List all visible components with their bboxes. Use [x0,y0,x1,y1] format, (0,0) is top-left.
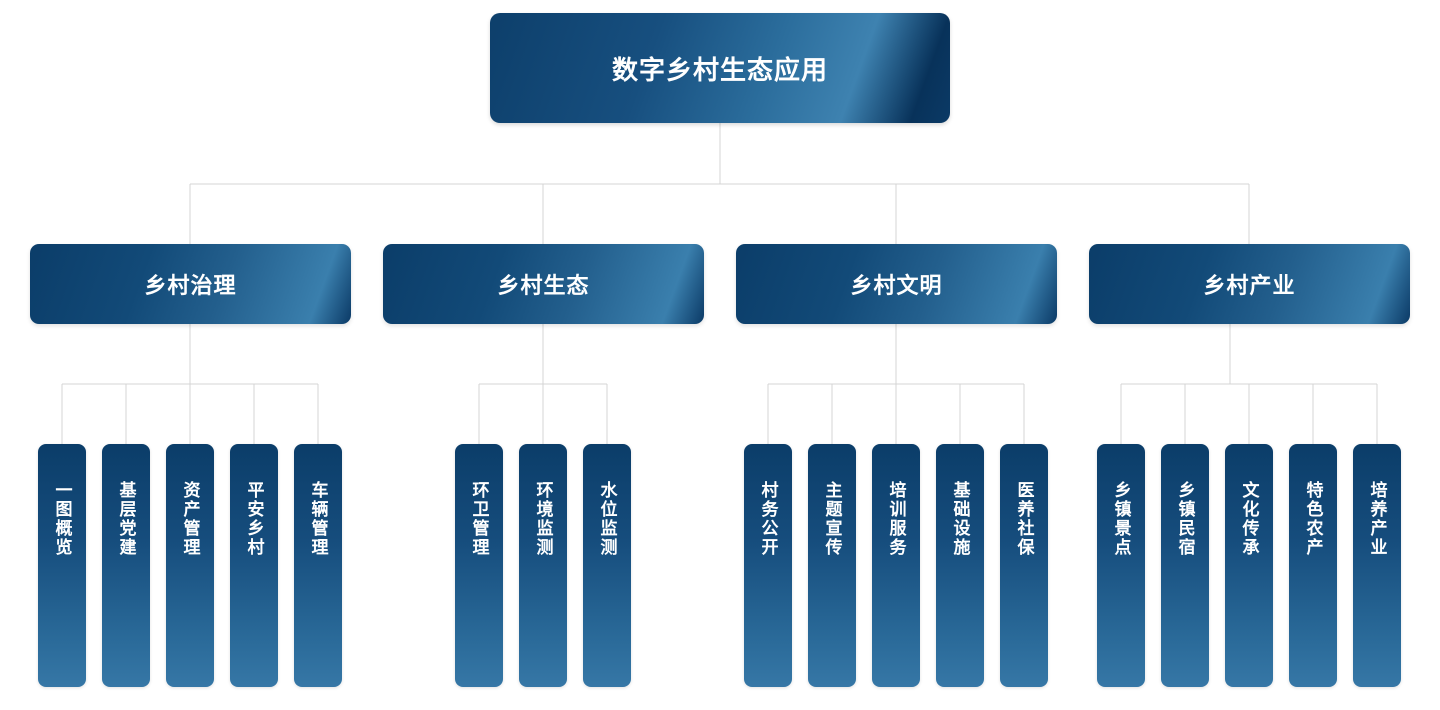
leaf-node: 一图概览 [38,444,86,687]
leaf-label: 水位监测 [596,481,617,557]
leaf-label: 文化传承 [1238,481,1259,557]
leaf-node: 培养产业 [1353,444,1401,687]
category-label: 乡村治理 [144,274,237,299]
leaf-label: 基层党建 [115,481,136,557]
leaf-node: 医养社保 [1000,444,1048,687]
leaf-node: 培训服务 [872,444,920,687]
category-label: 乡村文明 [850,274,943,299]
leaf-label: 村务公开 [757,481,778,557]
category-node-governance: 乡村治理 [30,244,351,324]
leaf-label: 乡镇景点 [1110,481,1131,557]
leaf-node: 平安乡村 [230,444,278,687]
category-label: 乡村生态 [497,274,590,299]
leaf-node: 乡镇民宿 [1161,444,1209,687]
leaf-label: 培养产业 [1366,481,1387,557]
leaf-label: 车辆管理 [307,481,328,557]
leaf-node: 车辆管理 [294,444,342,687]
leaf-node: 资产管理 [166,444,214,687]
leaf-label: 平安乡村 [243,481,264,557]
leaf-label: 乡镇民宿 [1174,481,1195,557]
leaf-label: 资产管理 [179,481,200,557]
root-label: 数字乡村生态应用 [611,55,828,86]
root-node: 数字乡村生态应用 [490,13,950,123]
leaf-node: 村务公开 [744,444,792,687]
leaf-label: 一图概览 [51,481,72,557]
leaf-node: 基础设施 [936,444,984,687]
leaf-label: 主题宣传 [821,481,842,557]
category-node-industry: 乡村产业 [1089,244,1410,324]
leaf-label: 特色农产 [1302,481,1323,557]
leaf-node: 环境监测 [519,444,567,687]
leaf-label: 环卫管理 [468,481,489,557]
leaf-node: 基层党建 [102,444,150,687]
leaf-node: 乡镇景点 [1097,444,1145,687]
leaf-node: 水位监测 [583,444,631,687]
leaf-label: 医养社保 [1013,481,1034,557]
category-label: 乡村产业 [1203,274,1296,299]
leaf-label: 环境监测 [532,481,553,557]
leaf-node: 环卫管理 [455,444,503,687]
leaf-label: 基础设施 [949,481,970,557]
leaf-node: 文化传承 [1225,444,1273,687]
leaf-node: 主题宣传 [808,444,856,687]
leaf-node: 特色农产 [1289,444,1337,687]
leaf-label: 培训服务 [885,481,906,557]
category-node-ecology: 乡村生态 [383,244,704,324]
category-node-civilization: 乡村文明 [736,244,1057,324]
